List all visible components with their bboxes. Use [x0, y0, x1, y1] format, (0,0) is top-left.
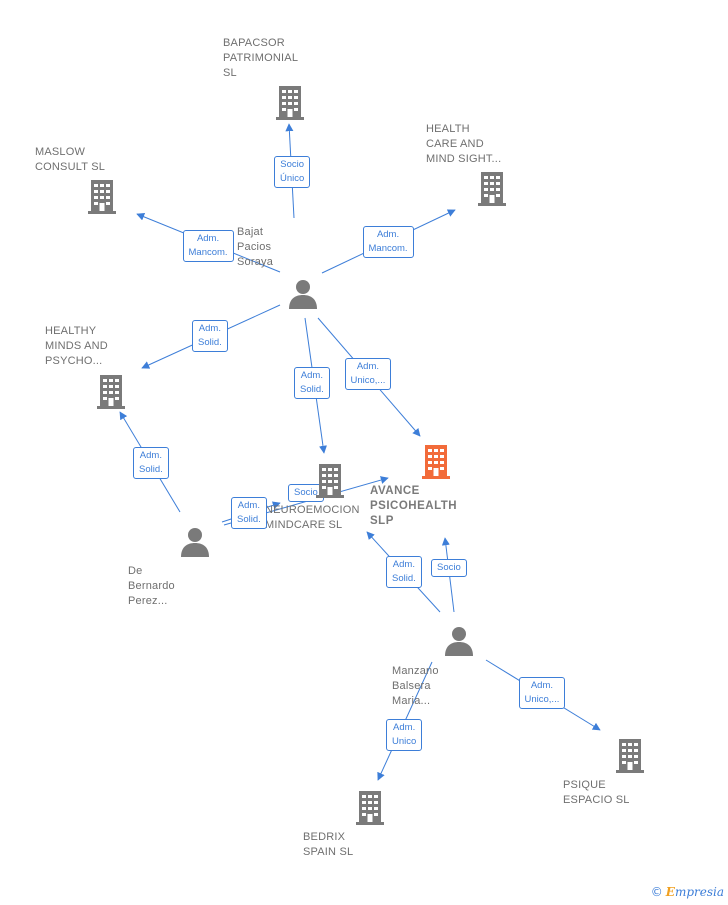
edge-label-bajat-to-bapacsor[interactable]: Socio Único: [274, 156, 311, 188]
copyright-icon: ©: [650, 885, 663, 899]
node-label-maslow[interactable]: MASLOW CONSULT SL: [35, 146, 106, 173]
node-label-neuro[interactable]: NEUROEMOCION MINDCARE SL: [265, 504, 360, 531]
building-icon-healthcare[interactable]: [478, 170, 506, 206]
building-icon-neuro[interactable]: [316, 462, 344, 498]
node-label-bedrix[interactable]: BEDRIX SPAIN SL: [303, 831, 354, 858]
building-icon-healthy[interactable]: [97, 373, 125, 409]
person-icon-debernardo[interactable]: [180, 527, 210, 557]
edge-label-bajat-to-healthy[interactable]: Adm. Solid.: [192, 320, 228, 352]
node-label-debernardo[interactable]: De Bernardo Perez...: [128, 565, 175, 607]
edge-label-manzano-to-bedrix[interactable]: Adm. Unico: [386, 719, 423, 751]
building-icon-bapacsor[interactable]: [276, 84, 304, 120]
node-label-bajat[interactable]: Bajat Pacios Soraya: [237, 226, 274, 268]
edge-label-bajat-to-neuro[interactable]: Adm. Solid.: [294, 367, 330, 399]
building-icon-psique[interactable]: [616, 737, 644, 773]
edge-label-bajat-to-maslow[interactable]: Adm. Mancom.: [182, 230, 234, 262]
person-icon-bajat[interactable]: [288, 279, 318, 309]
edge-label-bajat-to-avance[interactable]: Adm. Unico,...: [344, 358, 392, 390]
edge-label-bajat-to-healthcare[interactable]: Adm. Mancom.: [362, 226, 414, 258]
building-icon-bedrix[interactable]: [356, 789, 384, 825]
node-label-healthcare[interactable]: HEALTH CARE AND MIND SIGHT...: [426, 123, 502, 165]
building-icon-avance[interactable]: [422, 443, 450, 479]
node-label-psique[interactable]: PSIQUE ESPACIO SL: [563, 779, 630, 806]
brand-logo: ©Empresia: [650, 885, 724, 899]
edge-label-debernardo-to-healthy[interactable]: Adm. Solid.: [133, 447, 169, 479]
edge-label-debernardo-to-neuro[interactable]: Adm. Solid.: [231, 497, 267, 529]
node-label-manzano[interactable]: Manzano Balsera Maria...: [392, 665, 439, 707]
building-icon-maslow[interactable]: [88, 178, 116, 214]
person-icon-manzano[interactable]: [444, 626, 474, 656]
edge-label-manzano-to-neuro[interactable]: Adm. Solid.: [386, 556, 422, 588]
node-label-avance[interactable]: AVANCE PSICOHEALTH SLP: [370, 485, 458, 527]
node-label-bapacsor[interactable]: BAPACSOR PATRIMONIAL SL: [223, 37, 299, 79]
edge-label-manzano-to-avance[interactable]: Socio: [431, 559, 467, 577]
edge-label-manzano-to-psique[interactable]: Adm. Unico,...: [518, 677, 566, 709]
node-label-healthy[interactable]: HEALTHY MINDS AND PSYCHO...: [45, 325, 108, 367]
